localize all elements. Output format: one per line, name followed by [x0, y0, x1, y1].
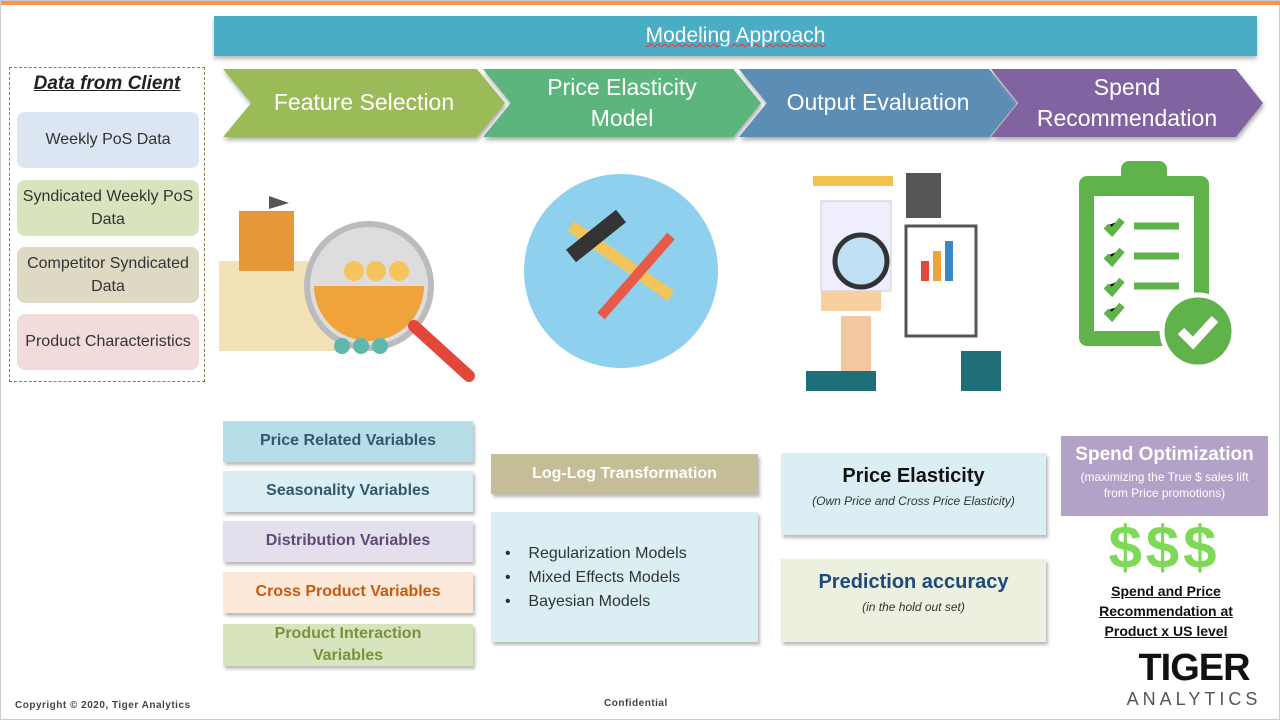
title-text: Modeling Approach	[645, 24, 826, 47]
tiger-analytics-logo: TIGER ANALYTICS	[1119, 649, 1269, 710]
elasticity-box: Price Elasticity (Own Price and Cross Pr…	[781, 453, 1046, 535]
dollar-icons: $$$	[1108, 514, 1221, 581]
model-item: • Regularization Models	[505, 545, 687, 562]
step-label: Output Evaluation	[786, 89, 970, 116]
feature-box: Price Related Variables	[223, 421, 473, 462]
spend-title: Spend Optimization	[1075, 444, 1254, 465]
accuracy-subtitle: (in the hold out set)	[862, 600, 965, 614]
model-label: Mixed Effects Models	[528, 569, 681, 586]
client-item: Competitor Syndicated Data	[17, 247, 199, 303]
analytics-icon	[806, 173, 1001, 391]
feature-box: Product Interaction Variables	[223, 624, 473, 666]
clipboard-checklist-icon	[1079, 161, 1237, 370]
elasticity-subtitle: (Own Price and Cross Price Elasticity)	[812, 494, 1015, 508]
feature-box: Cross Product Variables	[223, 572, 473, 613]
spend-subtitle: (maximizing the True $ sales lift from P…	[1080, 470, 1249, 501]
step-label: Feature Selection	[273, 89, 455, 116]
feature-box: Distribution Variables	[223, 521, 473, 562]
spend-optimization-box: Spend Optimization (maximizing the True …	[1061, 436, 1268, 516]
client-item: Weekly PoS Data	[17, 112, 199, 168]
recommendation-text: Spend and Price Recommendation at Produc…	[1099, 583, 1233, 639]
transform-box: Log-Log Transformation	[491, 454, 758, 494]
confidential-label: Confidential	[604, 698, 668, 709]
model-item: • Mixed Effects Models	[505, 569, 681, 586]
logo-name: TIGER	[1138, 647, 1250, 689]
client-item: Syndicated Weekly PoS Data	[17, 180, 199, 236]
logo-sub: ANALYTICS	[1126, 689, 1262, 709]
step-output-evaluation: Output Evaluation	[739, 69, 1017, 137]
model-label: Bayesian Models	[528, 593, 651, 610]
models-list: • Regularization Models • Mixed Effects …	[491, 512, 758, 642]
copyright: Copyright © 2020, Tiger Analytics	[15, 700, 191, 711]
client-data-panel	[9, 67, 205, 382]
model-label: Regularization Models	[528, 545, 687, 562]
client-item: Product Characteristics	[17, 314, 199, 370]
step-label: Spend Recommendation	[1036, 73, 1218, 131]
feature-box: Seasonality Variables	[223, 471, 473, 512]
model-item: • Bayesian Models	[505, 593, 651, 610]
accuracy-box: Prediction accuracy (in the hold out set…	[781, 559, 1046, 642]
top-accent-line	[1, 1, 1280, 5]
step-label: Price Elasticity Model	[547, 73, 697, 131]
client-heading: Data from Client	[33, 73, 181, 94]
tools-icon	[524, 174, 718, 368]
step-feature-selection: Feature Selection	[223, 69, 505, 137]
accuracy-title: Prediction accuracy	[818, 571, 1009, 593]
step-price-elasticity: Price Elasticity Model	[483, 69, 761, 137]
elasticity-title: Price Elasticity	[842, 465, 985, 487]
slide-title: Modeling Approach	[214, 16, 1257, 56]
magnifier-building-icon	[219, 196, 475, 382]
step-spend-recommendation: Spend Recommendation	[991, 69, 1263, 137]
